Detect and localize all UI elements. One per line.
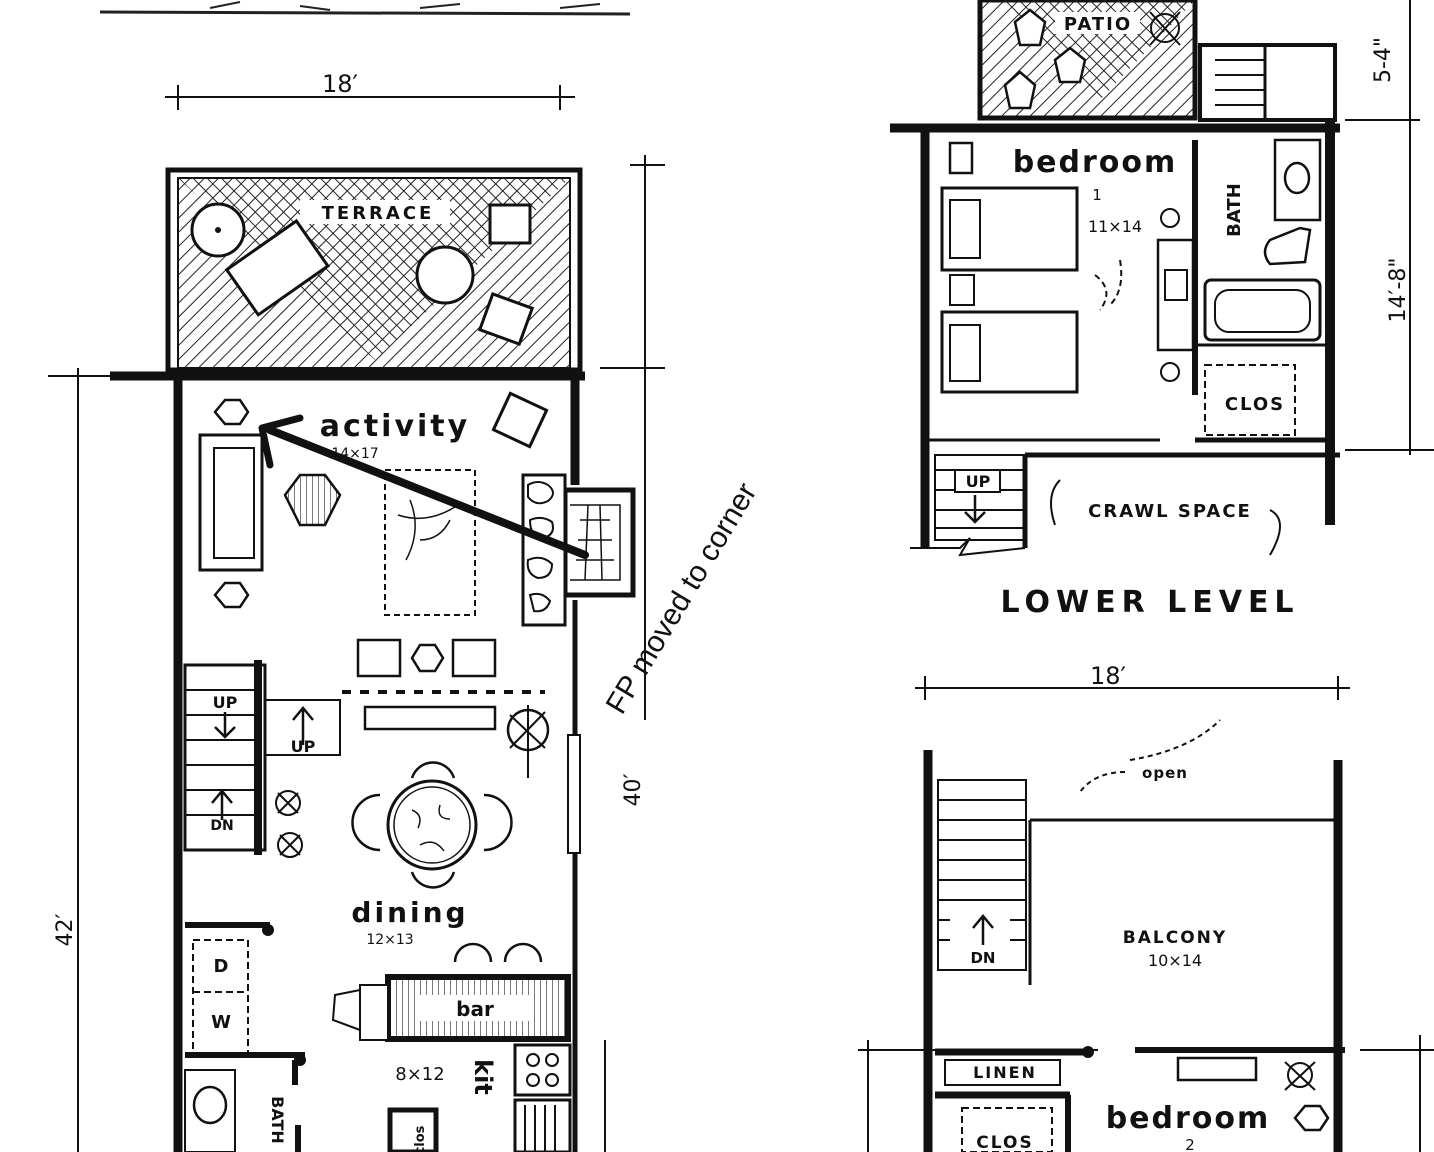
bedroom2-label: bedroom [1106,1101,1271,1136]
lower-height-label: 14′-8" [1386,257,1411,322]
bar-counter: bar [331,974,571,1042]
dryer-label: D [214,956,229,977]
terrace-label: TERRACE [322,203,435,224]
upper-closet: CLOS [961,1095,1071,1152]
main-width-label: 18′ [322,70,358,98]
lower-bath-label: BATH [1224,183,1245,237]
upper-level-plan: 18′ open DN BALCONY 10×14 [858,662,1434,1152]
lower-closet: CLOS [1204,364,1296,436]
dining-label: dining [351,896,468,929]
main-width-dimension: 18′ [165,70,575,110]
lower-stairs-up: UP [966,472,991,491]
lower-closet-label: CLOS [1225,394,1285,415]
dining-table-icon [386,779,478,871]
sofa-icon [198,433,264,572]
depth-inner-label: 40′ [621,774,646,807]
balcony: BALCONY 10×14 [1123,928,1227,970]
toilet-icon [1263,226,1312,266]
chaise-lounge-icon [224,218,330,317]
lower-level-plan: PATIO 5-4" 14′-8" bedroom [890,0,1434,620]
crawl-space-label: CRAWL SPACE [1088,501,1252,522]
bedroom1-label: bedroom [1013,145,1178,180]
lower-bath: BATH [1203,138,1322,342]
stairs-up-left: UP [213,693,238,712]
main-stairs: UP UP DN [183,660,341,858]
dining-room: dining 12×13 [351,705,550,963]
upper-stairs-dn: DN [970,949,995,967]
balcony-size: 10×14 [1148,951,1202,970]
lower-level-title: LOWER LEVEL [1000,585,1299,620]
main-level-plan: 18′ TERRACE 40′ 42′ [48,1,665,1152]
patio: PATIO [977,0,1337,122]
rug-icon [384,469,476,616]
bedroom-1: bedroom 1 11×14 [940,141,1195,394]
kitchen: 8×12 kit clos [387,1043,572,1152]
terrace: TERRACE [165,167,583,373]
upper-closet-label: CLOS [976,1133,1033,1152]
lower-stairs: UP [910,454,1026,557]
activity-label: activity [320,409,470,444]
main-bath: BATH [184,1060,301,1152]
bar-label: bar [456,997,494,1021]
bedroom2-number: 2 [1185,1136,1195,1152]
depth-outer-label: 42′ [53,914,78,947]
kitchen-letters: kit [469,1059,497,1095]
linen-closet: LINEN [935,1046,1094,1099]
kitchen-closet-label: clos [413,1125,428,1152]
upper-width-label: 18′ [1090,662,1126,690]
dining-size: 12×13 [366,932,413,948]
bath-label: BATH [268,1096,287,1144]
stairs-dn: DN [210,818,233,834]
linen-label: LINEN [973,1063,1037,1082]
main-walls [110,371,636,1152]
open-label: open [1142,764,1188,782]
laundry-closet: W D [185,922,306,1066]
lower-height-top: 5-4" [1371,37,1396,83]
upper-width-dimension: 18′ [915,662,1350,700]
upper-stairs: DN [937,779,1027,971]
bed-icon [940,186,1079,272]
balcony-label: BALCONY [1123,928,1227,948]
activity-room: activity 14×17 [198,391,549,694]
fireplace-icon [562,487,636,598]
bedroom1-size: 11×14 [1088,217,1142,236]
bedroom1-number: 1 [1092,186,1102,204]
bedroom-2: bedroom 2 [1106,1056,1330,1152]
washer-label: W [211,1012,231,1033]
kitchen-size: 8×12 [395,1064,444,1085]
stairs-up-right: UP [291,737,316,756]
bathtub-icon [1203,278,1322,342]
patio-label: PATIO [1064,14,1132,35]
